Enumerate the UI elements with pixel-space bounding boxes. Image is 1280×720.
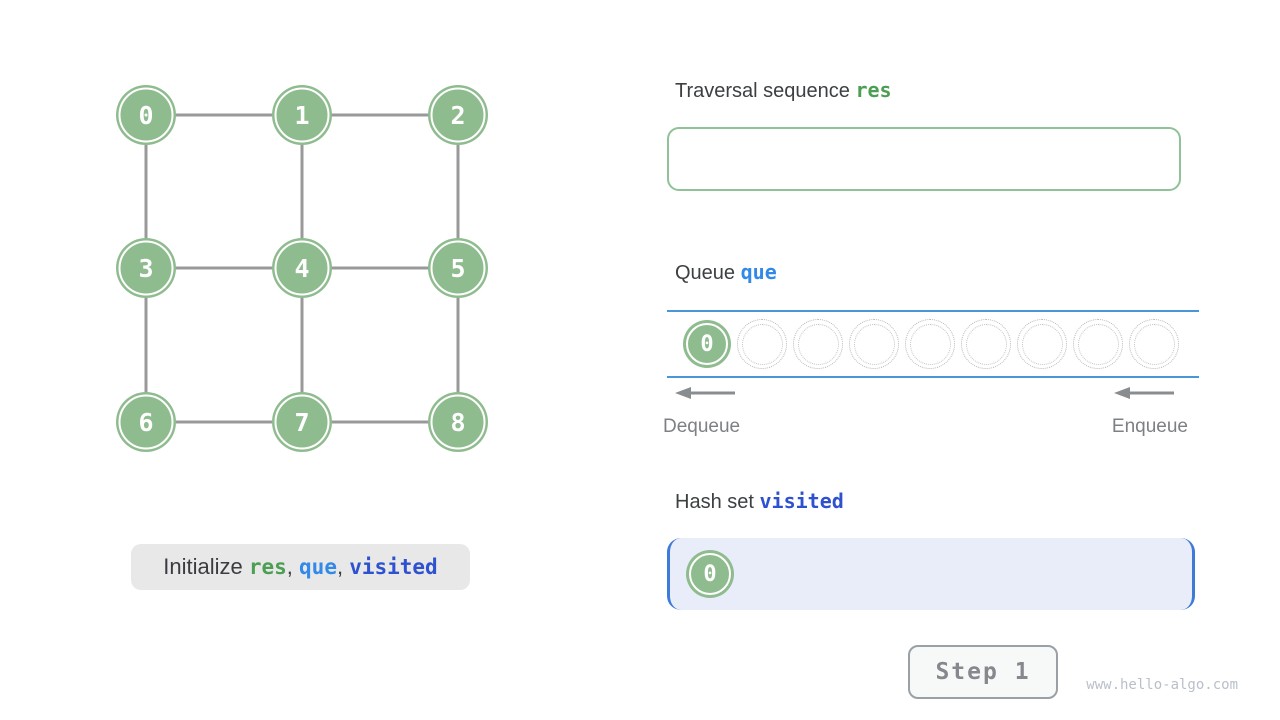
graph-node-2: 2 bbox=[428, 85, 488, 145]
caption-que-token: que bbox=[299, 555, 337, 579]
hash-set-heading: Hash set visited bbox=[675, 489, 844, 514]
hash-set-item: 0 bbox=[686, 550, 734, 598]
graph-node-5: 5 bbox=[428, 238, 488, 298]
dequeue-label: Dequeue bbox=[663, 416, 741, 437]
queue-heading-text: Queue bbox=[675, 262, 741, 284]
svg-text:6: 6 bbox=[138, 408, 153, 437]
queue-item-value: 0 bbox=[700, 331, 714, 357]
graph-node-1: 1 bbox=[272, 85, 332, 145]
dequeue-arrow-icon bbox=[675, 387, 735, 399]
queue-container: 0 bbox=[667, 310, 1199, 378]
enqueue-legend: Enqueue bbox=[1112, 386, 1188, 438]
caption-separator: , bbox=[336, 554, 350, 579]
enqueue-arrow-icon bbox=[1114, 387, 1174, 399]
svg-text:3: 3 bbox=[138, 254, 153, 283]
svg-text:0: 0 bbox=[138, 101, 153, 130]
queue-slot-empty bbox=[1017, 319, 1067, 369]
graph-canvas: 0 1 2 3 4 5 6 7 8 bbox=[116, 85, 488, 452]
graph-node-0: 0 bbox=[116, 85, 176, 145]
queue-heading: Queue que bbox=[675, 260, 777, 285]
step-caption: Initialize res, que, visited bbox=[131, 544, 470, 590]
dequeue-legend: Dequeue bbox=[663, 386, 740, 438]
caption-separator: , bbox=[286, 554, 300, 579]
caption-res-token: res bbox=[248, 555, 287, 579]
que-variable-token: que bbox=[740, 260, 777, 284]
queue-slot-empty bbox=[905, 319, 955, 369]
svg-text:1: 1 bbox=[294, 101, 309, 130]
svg-text:7: 7 bbox=[294, 408, 309, 437]
queue-slot-empty bbox=[849, 319, 899, 369]
step-button[interactable]: Step 1 bbox=[908, 645, 1058, 699]
hash-set-item-value: 0 bbox=[703, 561, 717, 587]
enqueue-label: Enqueue bbox=[1111, 416, 1188, 437]
queue-slot-empty bbox=[1073, 319, 1123, 369]
graph-node-8: 8 bbox=[428, 392, 488, 452]
res-variable-token: res bbox=[855, 78, 892, 102]
svg-text:2: 2 bbox=[450, 101, 465, 130]
svg-text:4: 4 bbox=[294, 254, 309, 283]
graph-node-6: 6 bbox=[116, 392, 176, 452]
caption-text: Initialize bbox=[163, 554, 249, 579]
svg-text:5: 5 bbox=[450, 254, 465, 283]
graph-node-7: 7 bbox=[272, 392, 332, 452]
queue-slot-empty bbox=[961, 319, 1011, 369]
visited-variable-token: visited bbox=[759, 489, 844, 513]
caption-visited-token: visited bbox=[349, 555, 438, 579]
svg-text:8: 8 bbox=[450, 408, 465, 437]
queue-slot-filled: 0 bbox=[683, 320, 731, 368]
traversal-sequence-heading: Traversal sequence res bbox=[675, 78, 892, 103]
hash-set-container: 0 bbox=[667, 538, 1195, 610]
traversal-heading-text: Traversal sequence bbox=[675, 80, 856, 102]
watermark-text: www.hello-algo.com bbox=[1086, 677, 1238, 693]
hash-set-heading-text: Hash set bbox=[675, 491, 760, 513]
queue-slot-empty bbox=[737, 319, 787, 369]
queue-slot-empty bbox=[1129, 319, 1179, 369]
queue-legend: Dequeue Enqueue bbox=[663, 386, 1188, 438]
graph-node-3: 3 bbox=[116, 238, 176, 298]
queue-slot-empty bbox=[793, 319, 843, 369]
graph-node-4: 4 bbox=[272, 238, 332, 298]
traversal-sequence-container bbox=[667, 127, 1181, 191]
